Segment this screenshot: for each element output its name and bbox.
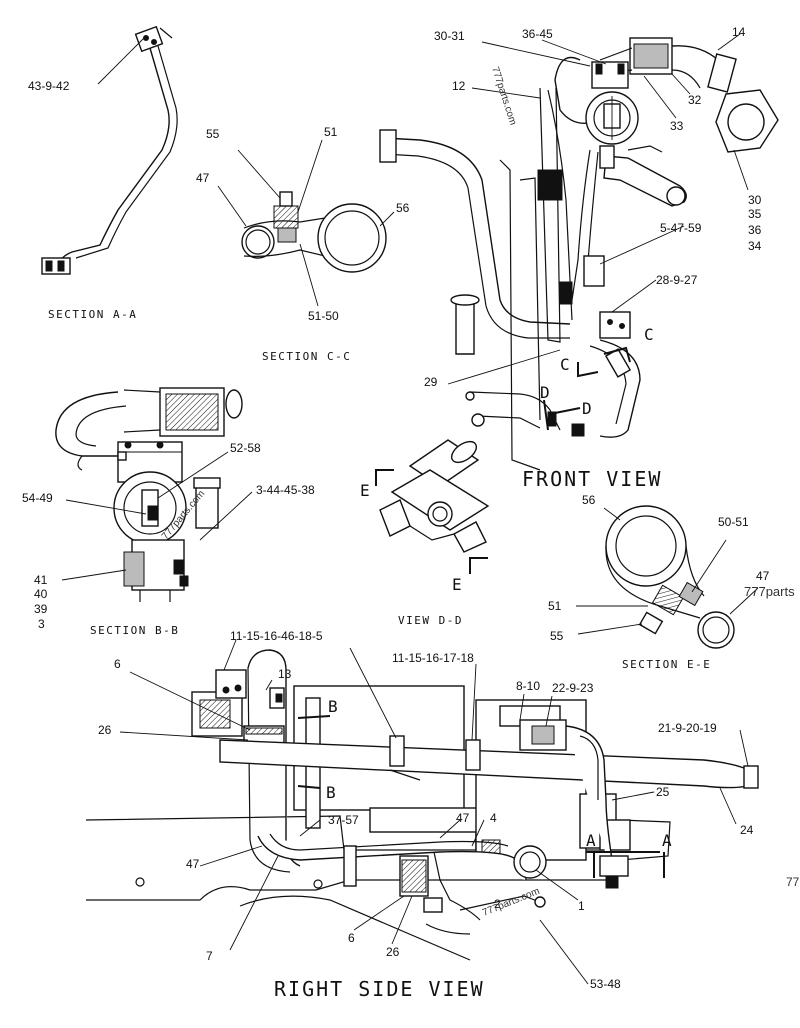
view-d-drawing: [375, 439, 490, 574]
callout-2: 2: [494, 897, 501, 911]
callout-12: 12: [452, 79, 466, 93]
callout-47: 47: [196, 171, 210, 185]
callout-47-upper: 47: [456, 811, 470, 825]
section-b-drawing: [55, 387, 253, 602]
section-c-drawing: [217, 139, 395, 307]
callout-26-bottom: 26: [386, 945, 400, 959]
callout-e-56: 56: [582, 493, 596, 507]
section-b-title: SECTION B-B: [90, 624, 179, 637]
section-e-title: SECTION E-E: [622, 658, 711, 671]
right-side-view-title: RIGHT SIDE VIEW: [274, 977, 485, 1001]
marker-d-right: D: [582, 399, 592, 418]
callout-11-15-16-46-18-5: 11-15-16-46-18-5: [230, 629, 323, 643]
marker-a-right: A: [662, 831, 672, 850]
callout-36-45: 36-45: [522, 27, 553, 41]
callout-14: 14: [732, 25, 746, 39]
watermark-3: 777parts: [744, 584, 795, 599]
callout-47-left: 47: [186, 857, 200, 871]
front-view-drawing: [379, 33, 779, 471]
marker-e-bottom: E: [452, 575, 462, 594]
marker-c-left: C: [560, 355, 570, 374]
callout-e-50-51: 50-51: [718, 515, 749, 529]
callout-52-58: 52-58: [230, 441, 261, 455]
callout-51-50: 51-50: [308, 309, 339, 323]
callout-24: 24: [740, 823, 754, 837]
callout-28-9-27: 28-9-27: [656, 273, 698, 287]
callout-4: 4: [490, 811, 497, 825]
view-d-title: VIEW D-D: [398, 614, 463, 627]
callout-30: 30: [748, 193, 762, 207]
callout-6-bottom: 6: [348, 931, 355, 945]
callout-8-10: 8-10: [516, 679, 540, 693]
callout-26-top: 26: [98, 723, 112, 737]
callout-35: 35: [748, 207, 762, 221]
marker-d-left: D: [540, 383, 550, 402]
callout-51: 51: [324, 125, 338, 139]
watermark-5: 77: [786, 875, 800, 889]
callout-40: 40: [34, 587, 48, 601]
callout-11-15-16-17-18: 11-15-16-17-18: [392, 651, 474, 665]
callout-5-47-59: 5-47-59: [660, 221, 702, 235]
callout-37-57: 37-57: [328, 813, 359, 827]
callout-22-9-23: 22-9-23: [552, 681, 594, 695]
right-side-view-drawing: [85, 639, 759, 985]
callout-53-48: 53-48: [590, 977, 621, 991]
callout-25: 25: [656, 785, 670, 799]
callout-3-44-45-38: 3-44-45-38: [256, 483, 315, 497]
callout-7: 7: [206, 949, 213, 963]
callout-1: 1: [578, 899, 585, 913]
callout-e-55: 55: [550, 629, 564, 643]
section-e-drawing: [576, 505, 759, 649]
callout-36: 36: [748, 223, 762, 237]
callout-13: 13: [278, 667, 292, 681]
callout-34: 34: [748, 239, 762, 253]
marker-a-left: A: [586, 831, 596, 850]
section-a-title: SECTION A-A: [48, 308, 137, 321]
callout-e-51: 51: [548, 599, 562, 613]
callout-33: 33: [670, 119, 684, 133]
callout-43-9-42: 43-9-42: [28, 79, 70, 93]
callout-29: 29: [424, 375, 438, 389]
callout-39: 39: [34, 602, 48, 616]
callout-6-top: 6: [114, 657, 121, 671]
watermark-1: 777parts.com: [489, 66, 518, 127]
callout-54-49: 54-49: [22, 491, 53, 505]
front-view-title: FRONT VIEW: [522, 467, 662, 491]
marker-b-bottom: B: [326, 783, 336, 802]
callout-30-31: 30-31: [434, 29, 465, 43]
callout-55: 55: [206, 127, 220, 141]
watermark-4: 777parts.com: [481, 886, 541, 919]
marker-c-right: C: [644, 325, 654, 344]
callout-56: 56: [396, 201, 410, 215]
section-c-title: SECTION C-C: [262, 350, 351, 363]
marker-b-top: B: [328, 697, 338, 716]
section-a-drawing: [41, 25, 178, 275]
callout-e-47: 47: [756, 569, 770, 583]
callout-32: 32: [688, 93, 702, 107]
callout-3: 3: [38, 617, 45, 631]
callout-21-9-20-19: 21-9-20-19: [658, 721, 717, 735]
callout-41: 41: [34, 573, 48, 587]
marker-e-top: E: [360, 481, 370, 500]
